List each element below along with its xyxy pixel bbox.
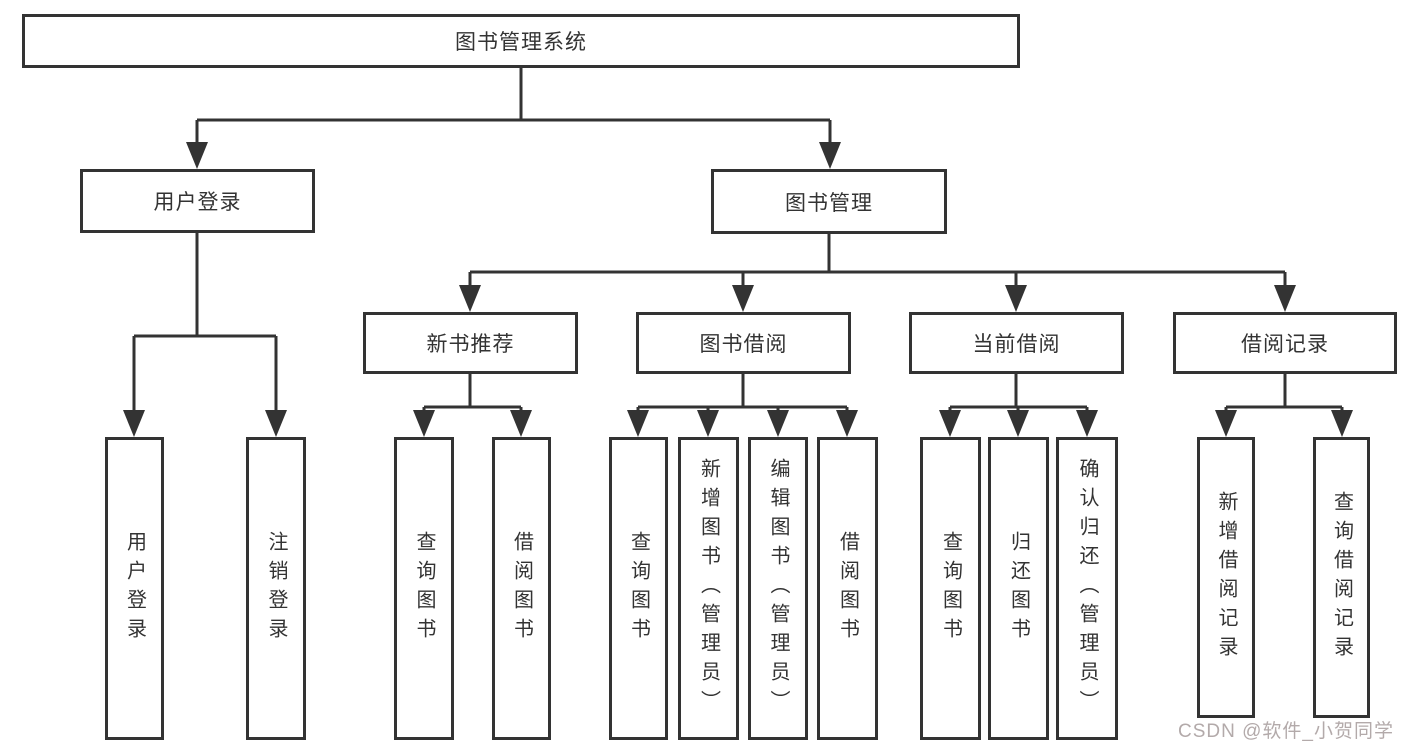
leaf-bb-add-books-admin-label: 新增图书（管理员） bbox=[697, 458, 720, 719]
arrow-down-icon bbox=[123, 410, 145, 437]
connector-new-book-recommend-to-leaves bbox=[422, 374, 523, 412]
connector-root-to-level2 bbox=[195, 68, 832, 143]
leaf-user-login-label: 用户登录 bbox=[123, 530, 146, 647]
arrow-down-icon bbox=[819, 142, 841, 169]
leaf-cb-query-books: 查询图书 bbox=[920, 437, 981, 740]
arrow-down-icon bbox=[413, 410, 435, 437]
node-user-login-label: 用户登录 bbox=[153, 191, 242, 214]
node-book-borrow-label: 图书借阅 bbox=[699, 333, 788, 356]
node-library-system: 图书管理系统 bbox=[22, 14, 1020, 68]
node-user-login: 用户登录 bbox=[80, 169, 315, 233]
arrow-down-icon bbox=[1215, 410, 1237, 437]
node-current-borrow-label: 当前借阅 bbox=[972, 333, 1061, 356]
arrow-down-icon bbox=[186, 142, 208, 169]
leaf-cb-return-books-label: 归还图书 bbox=[1007, 530, 1030, 647]
leaf-br-query-record: 查询借阅记录 bbox=[1313, 437, 1370, 718]
node-library-system-label: 图书管理系统 bbox=[455, 31, 587, 54]
leaf-bb-query-books: 查询图书 bbox=[609, 437, 668, 740]
node-current-borrow: 当前借阅 bbox=[909, 312, 1124, 374]
leaf-bb-edit-books-admin-label: 编辑图书（管理员） bbox=[767, 458, 789, 719]
connector-user-login-to-leaves bbox=[132, 233, 278, 412]
node-new-book-recommend: 新书推荐 bbox=[363, 312, 578, 374]
leaf-cb-confirm-return-admin-label: 确认归还（管理员） bbox=[1076, 458, 1098, 719]
arrow-down-icon bbox=[836, 410, 858, 437]
arrow-down-icon bbox=[1331, 410, 1353, 437]
leaf-bb-borrow-books: 借阅图书 bbox=[817, 437, 878, 740]
arrow-down-icon bbox=[939, 410, 961, 437]
arrow-down-icon bbox=[767, 410, 789, 437]
leaf-bb-add-books-admin: 新增图书（管理员） bbox=[678, 437, 739, 740]
node-new-book-recommend-label: 新书推荐 bbox=[426, 333, 515, 356]
connector-borrow-records-to-leaves bbox=[1224, 374, 1344, 412]
node-book-borrow: 图书借阅 bbox=[636, 312, 851, 374]
node-borrow-records-label: 借阅记录 bbox=[1241, 333, 1329, 356]
leaf-br-query-record-label: 查询借阅记录 bbox=[1330, 490, 1353, 665]
arrow-down-icon bbox=[732, 285, 754, 312]
leaf-cb-return-books: 归还图书 bbox=[988, 437, 1049, 740]
node-borrow-records: 借阅记录 bbox=[1173, 312, 1397, 374]
connector-book-management-to-level3 bbox=[468, 234, 1287, 288]
arrow-down-icon bbox=[459, 285, 481, 312]
arrow-down-icon bbox=[1076, 410, 1098, 437]
arrow-down-icon bbox=[1007, 410, 1029, 437]
arrow-down-icon bbox=[1274, 285, 1296, 312]
watermark: CSDN @软件_小贺同学 bbox=[1178, 721, 1394, 742]
leaf-br-add-record: 新增借阅记录 bbox=[1197, 437, 1255, 718]
arrow-down-icon bbox=[627, 410, 649, 437]
connector-book-borrow-to-leaves bbox=[636, 374, 849, 412]
connector-current-borrow-to-leaves bbox=[948, 374, 1089, 412]
leaf-bb-edit-books-admin: 编辑图书（管理员） bbox=[748, 437, 808, 740]
leaf-nb-borrow-books: 借阅图书 bbox=[492, 437, 551, 740]
leaf-bb-borrow-books-label: 借阅图书 bbox=[836, 530, 859, 647]
leaf-cb-query-books-label: 查询图书 bbox=[939, 530, 962, 647]
leaf-br-add-record-label: 新增借阅记录 bbox=[1215, 490, 1237, 665]
leaf-cb-confirm-return-admin: 确认归还（管理员） bbox=[1056, 437, 1118, 740]
leaf-nb-query-books: 查询图书 bbox=[394, 437, 454, 740]
arrow-down-icon bbox=[265, 410, 287, 437]
leaf-nb-query-books-label: 查询图书 bbox=[413, 530, 435, 647]
leaf-nb-borrow-books-label: 借阅图书 bbox=[510, 530, 533, 647]
leaf-logout-label: 注销登录 bbox=[265, 530, 287, 647]
node-book-management-label: 图书管理 bbox=[785, 191, 873, 215]
arrow-down-icon bbox=[1005, 285, 1027, 312]
arrow-down-icon bbox=[510, 410, 532, 437]
arrow-down-icon bbox=[697, 410, 719, 437]
leaf-bb-query-books-label: 查询图书 bbox=[627, 530, 650, 647]
leaf-user-login: 用户登录 bbox=[105, 437, 164, 740]
node-book-management: 图书管理 bbox=[711, 169, 947, 234]
leaf-logout: 注销登录 bbox=[246, 437, 306, 740]
